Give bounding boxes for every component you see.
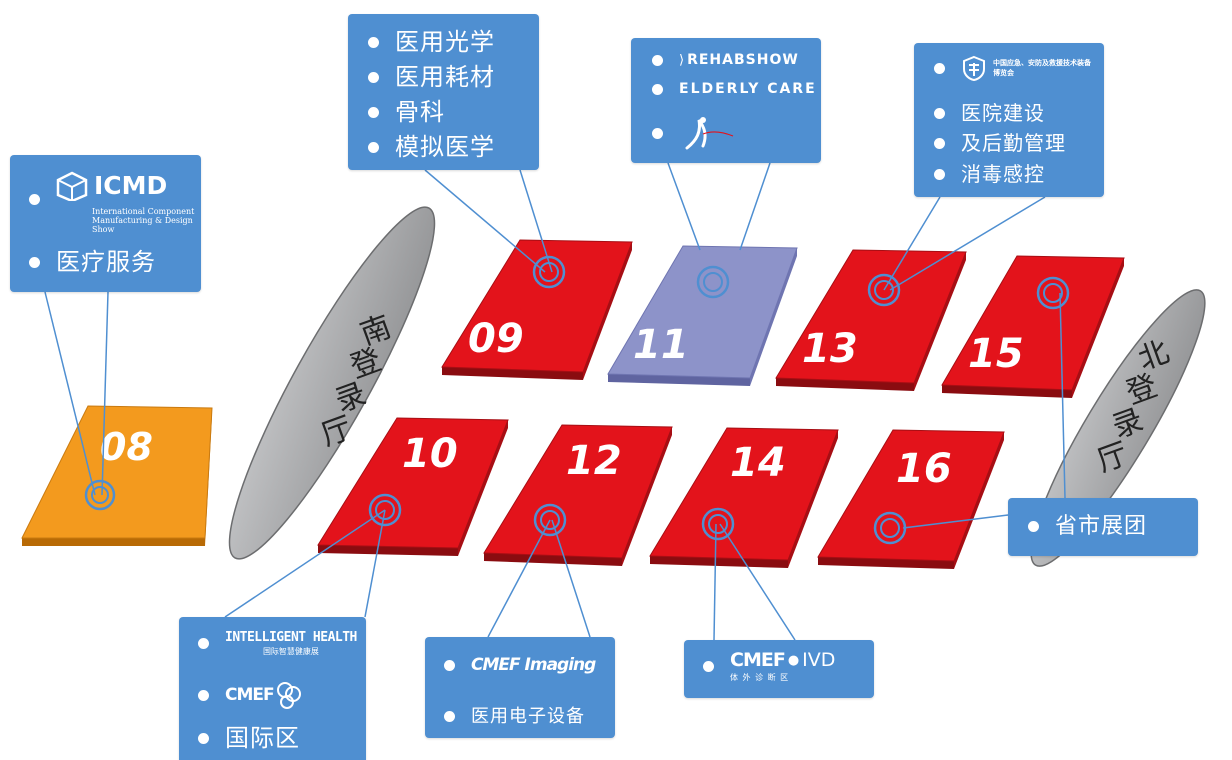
- bullet-dot: [444, 711, 455, 722]
- leader-lines: [44, 162, 1066, 641]
- callout-hall-14: CMEF ● IVD 体 外 诊 断 区: [684, 640, 874, 698]
- exhibit-item: 骨科: [395, 98, 445, 126]
- runner-logo-icon: [685, 117, 734, 150]
- bullet-dot: [652, 83, 663, 95]
- bullet-dot: [652, 54, 663, 66]
- hall-number: 11: [633, 322, 689, 368]
- bullet-dot: [368, 37, 379, 48]
- hall-12[interactable]: 12: [483, 424, 673, 566]
- elderly-care-logo: ELDERLY CARE: [679, 81, 817, 97]
- hall-14[interactable]: 14: [649, 427, 839, 568]
- shield-icon: [963, 55, 985, 81]
- callout-hall-13: 中国应急、安防及救援技术装备博览会 医院建设 及后勤管理 消毒感控: [914, 43, 1104, 197]
- bullet-dot: [934, 169, 945, 180]
- bullet-dot: [29, 257, 40, 268]
- hall-11[interactable]: 11: [607, 245, 798, 386]
- intelligent-health-name: INTELLIGENT HEALTH: [225, 630, 357, 645]
- bullet-dot: [934, 138, 945, 149]
- icmd-name: ICMD: [94, 171, 168, 200]
- hall-number: 13: [802, 326, 858, 372]
- cmef-imaging-logo: CMEF Imaging: [471, 655, 596, 675]
- icmd-logo: ICMD International Component Manufacturi…: [56, 169, 194, 234]
- bullet-dot: [934, 108, 945, 119]
- bullet-dot: [1028, 521, 1039, 532]
- hall-16[interactable]: 16: [817, 429, 1005, 569]
- cube-icon: [56, 171, 88, 201]
- drop-icon: ●: [787, 652, 800, 668]
- hall-number: 08: [100, 425, 153, 469]
- rings-icon: [276, 682, 301, 709]
- hall-10[interactable]: 10: [317, 417, 509, 556]
- exhibit-item: 医院建设: [961, 101, 1045, 125]
- bullet-dot: [368, 107, 379, 118]
- bullet-dot: [198, 689, 209, 701]
- cmef-ivd-suffix: IVD: [802, 649, 836, 671]
- hall-number: 14: [730, 440, 786, 486]
- hall-number: 15: [968, 331, 1024, 377]
- icmd-subtitle: International Component Manufacturing & …: [92, 207, 195, 234]
- exhibit-item: 医用光学: [395, 28, 495, 56]
- exhibit-item: 国际区: [225, 724, 300, 752]
- expo-logo-text: 中国应急、安防及救援技术装备博览会: [993, 59, 1091, 77]
- callout-hall-10: INTELLIGENT HEALTH 国际智慧健康展 CMEF 国际区: [179, 617, 366, 760]
- cmef-ivd-name: CMEF: [730, 649, 786, 671]
- hall-number: 09: [468, 316, 524, 362]
- intelligent-health-subtitle: 国际智慧健康展: [262, 647, 319, 656]
- callout-hall-16: 省市展团: [1008, 498, 1198, 556]
- cmef-ivd-subtitle: 体 外 诊 断 区: [730, 673, 790, 682]
- exhibit-item: 消毒感控: [961, 162, 1045, 186]
- exhibit-item: 医用耗材: [395, 63, 495, 91]
- exhibit-item: 及后勤管理: [961, 131, 1066, 155]
- callout-hall-09: 医用光学 医用耗材 骨科 模拟医学: [348, 14, 539, 170]
- north-lobby: 北 登 录 厅: [1030, 289, 1206, 567]
- exhibit-item: 省市展团: [1055, 514, 1148, 539]
- hall-08[interactable]: 08: [21, 405, 213, 546]
- exhibit-item: 医疗服务: [56, 248, 156, 276]
- bullet-dot: [652, 127, 663, 139]
- bullet-dot: [198, 733, 209, 744]
- cmef-ivd-logo: CMEF ● IVD 体 外 诊 断 区: [730, 649, 835, 683]
- bullet-dot: [703, 660, 714, 672]
- bullet-dot: [368, 72, 379, 83]
- cmef-logo: CMEF: [225, 685, 275, 705]
- hall-number: 10: [402, 431, 458, 477]
- callout-hall-11: ⟩ REHABSHOW ELDERLY CARE: [631, 38, 821, 163]
- bullet-dot: [29, 193, 40, 205]
- hall-15[interactable]: 15: [941, 255, 1125, 398]
- exhibit-item: 医用电子设备: [471, 706, 585, 727]
- hall-13[interactable]: 13: [775, 249, 967, 391]
- hall-number: 16: [896, 446, 952, 492]
- callout-hall-12: CMEF Imaging 医用电子设备: [425, 637, 615, 738]
- rehabshow-icon: ⟩: [679, 52, 685, 68]
- exhibit-item: 模拟医学: [395, 133, 495, 161]
- hall-09[interactable]: 09: [441, 239, 633, 380]
- callout-hall-08: ICMD International Component Manufacturi…: [10, 155, 201, 292]
- bullet-dot: [368, 142, 379, 153]
- bullet-dot: [934, 62, 945, 74]
- intelligent-health-logo: INTELLIGENT HEALTH 国际智慧健康展: [225, 630, 357, 657]
- bullet-dot: [198, 638, 209, 649]
- rehabshow-logo: REHABSHOW: [687, 52, 799, 68]
- bullet-dot: [444, 659, 455, 671]
- hall-number: 12: [566, 438, 622, 484]
